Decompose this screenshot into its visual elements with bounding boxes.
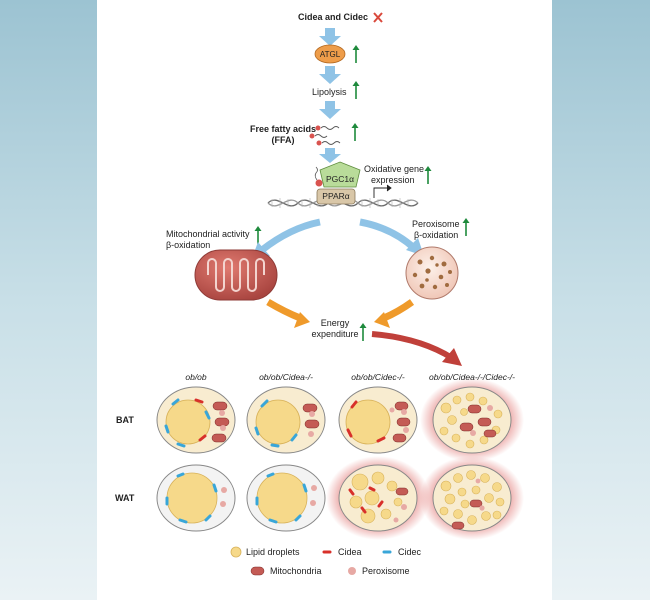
down-arrow-2: [319, 66, 341, 84]
up-arrow-icon: [254, 226, 262, 244]
perox-label-line2: β-oxidation: [414, 230, 459, 240]
energy-label-line2: expenditure: [311, 329, 359, 339]
cell-bat-cidea-ko: [246, 386, 326, 454]
mito-label-line2: β-oxidation: [166, 240, 211, 250]
peroxisome-large-icon: [405, 246, 459, 300]
legend-cidea: Cidea: [338, 547, 362, 557]
col-header-cidea-ko: ob/ob/Cidea-/-: [259, 372, 313, 382]
cross-icon: [373, 12, 383, 23]
pgc1a-shape: [319, 161, 361, 188]
col-header-double-ko: ob/ob/Cidea-/-/Cidec-/-: [429, 372, 515, 382]
up-arrow-icon: [352, 81, 360, 99]
cell-bat-obob: [156, 386, 236, 454]
ffa-label-line2: (FFA): [271, 135, 295, 145]
lipid-droplet-icon: [230, 546, 242, 558]
atgl-ellipse: [314, 44, 346, 64]
mito-label-line1: Mitochondrial activity: [166, 229, 250, 239]
cell-wat-cidec-ko: [338, 464, 418, 532]
top-title: Cidea and Cidec: [298, 12, 369, 22]
up-arrow-icon: [424, 166, 432, 184]
up-arrow-icon: [462, 218, 470, 236]
ffa-label-line1: Free fatty acids: [249, 124, 317, 134]
row-label-bat: BAT: [116, 415, 134, 425]
pgc1a-label: PGC1α: [325, 174, 355, 184]
up-arrow-icon: [351, 123, 359, 141]
cell-bat-double-ko: [432, 386, 512, 454]
perox-label-line1: Peroxisome: [412, 219, 460, 229]
peroxisome-icon: [348, 567, 356, 575]
col-header-cidec-ko: ob/ob/Cidec-/-: [351, 372, 405, 382]
down-arrow-3: [319, 101, 341, 119]
cell-bat-cidec-ko: [338, 386, 418, 454]
energy-label-line1: Energy: [320, 318, 350, 328]
legend-lipid-droplets: Lipid droplets: [246, 547, 300, 557]
oxidative-label-line1: Oxidative gene: [364, 164, 425, 174]
up-arrows: [254, 45, 470, 341]
ffa-molecules-icon: [309, 125, 341, 146]
mitochondria-icon: [250, 566, 265, 576]
ppara-label: PPARα: [322, 191, 350, 201]
branch-arrows: [252, 218, 424, 258]
col-header-obob: ob/ob: [185, 372, 207, 382]
lipolysis-label: Lipolysis: [312, 87, 347, 97]
legend-mitochondria: Mitochondria: [270, 566, 322, 576]
cell-wat-double-ko: [432, 464, 512, 532]
mitochondrion-large-icon: [194, 249, 278, 301]
down-arrow-1: [319, 28, 341, 46]
down-arrow-4: [319, 148, 341, 163]
oxidative-label-line2: expression: [371, 175, 415, 185]
ppara-box: [316, 188, 356, 205]
phenotype-arrow: [371, 331, 462, 366]
cell-wat-cidea-ko: [246, 464, 326, 532]
legend-peroxisome: Peroxisome: [362, 566, 410, 576]
row-label-wat: WAT: [115, 493, 135, 503]
pathway-arrows: [319, 28, 341, 163]
cell-wat-obob: [156, 464, 236, 532]
legend-cidec: Cidec: [398, 547, 422, 557]
legend-icons: [230, 546, 392, 576]
up-arrow-icon: [352, 45, 360, 63]
energy-arrows: [266, 298, 415, 328]
atgl-label: ATGL: [319, 50, 341, 59]
up-arrow-icon: [359, 323, 367, 341]
ligand-icon: [314, 166, 323, 187]
transcription-arrow-icon: [373, 184, 392, 198]
